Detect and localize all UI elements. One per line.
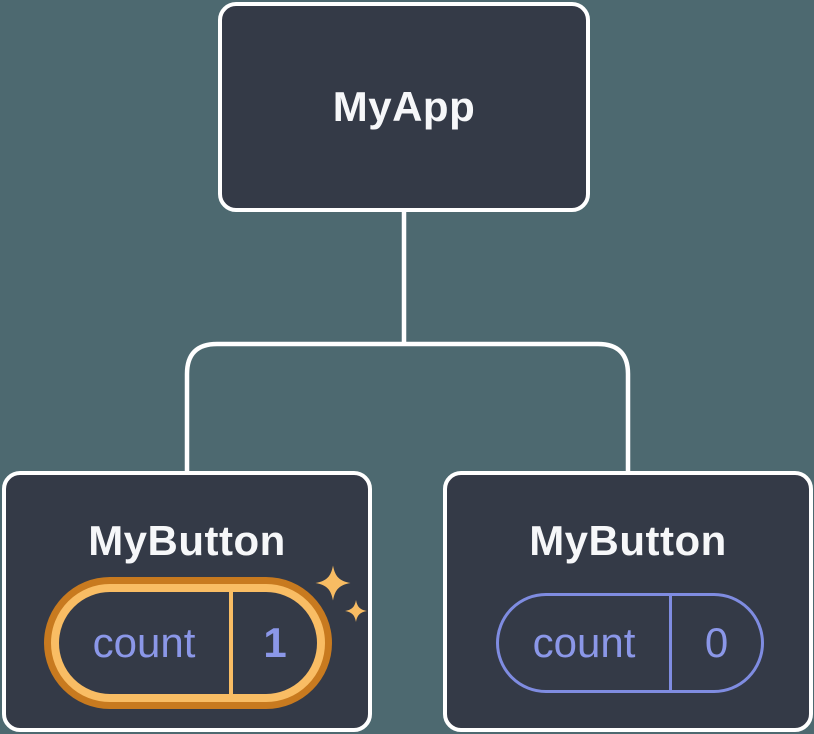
node-label: MyButton: [529, 517, 727, 564]
state-key-label: count: [92, 619, 196, 666]
state-key-label: count: [532, 619, 636, 666]
state-value-cell: 1: [233, 592, 317, 694]
node-label: MyApp: [332, 83, 476, 130]
node-label: MyButton: [88, 517, 286, 564]
tree-node-root-myapp: MyApp: [218, 2, 590, 212]
pill-divider: [669, 596, 672, 690]
state-pill-inner-ring: count 1: [51, 584, 325, 702]
state-value-label: 1: [263, 619, 287, 666]
state-key-cell: count: [499, 596, 669, 690]
sparkle-icon: [315, 565, 367, 622]
state-value-label: 0: [704, 619, 729, 666]
tree-node-mybutton-right: MyButton count 0: [443, 471, 813, 732]
state-value-cell: 0: [672, 596, 761, 690]
state-pill-highlighted: count 1: [44, 577, 332, 709]
pill-divider: [229, 592, 233, 694]
state-key-cell: count: [59, 592, 229, 694]
state-pill: count 0: [496, 593, 764, 693]
tree-node-mybutton-left: MyButton count 1: [2, 471, 372, 732]
